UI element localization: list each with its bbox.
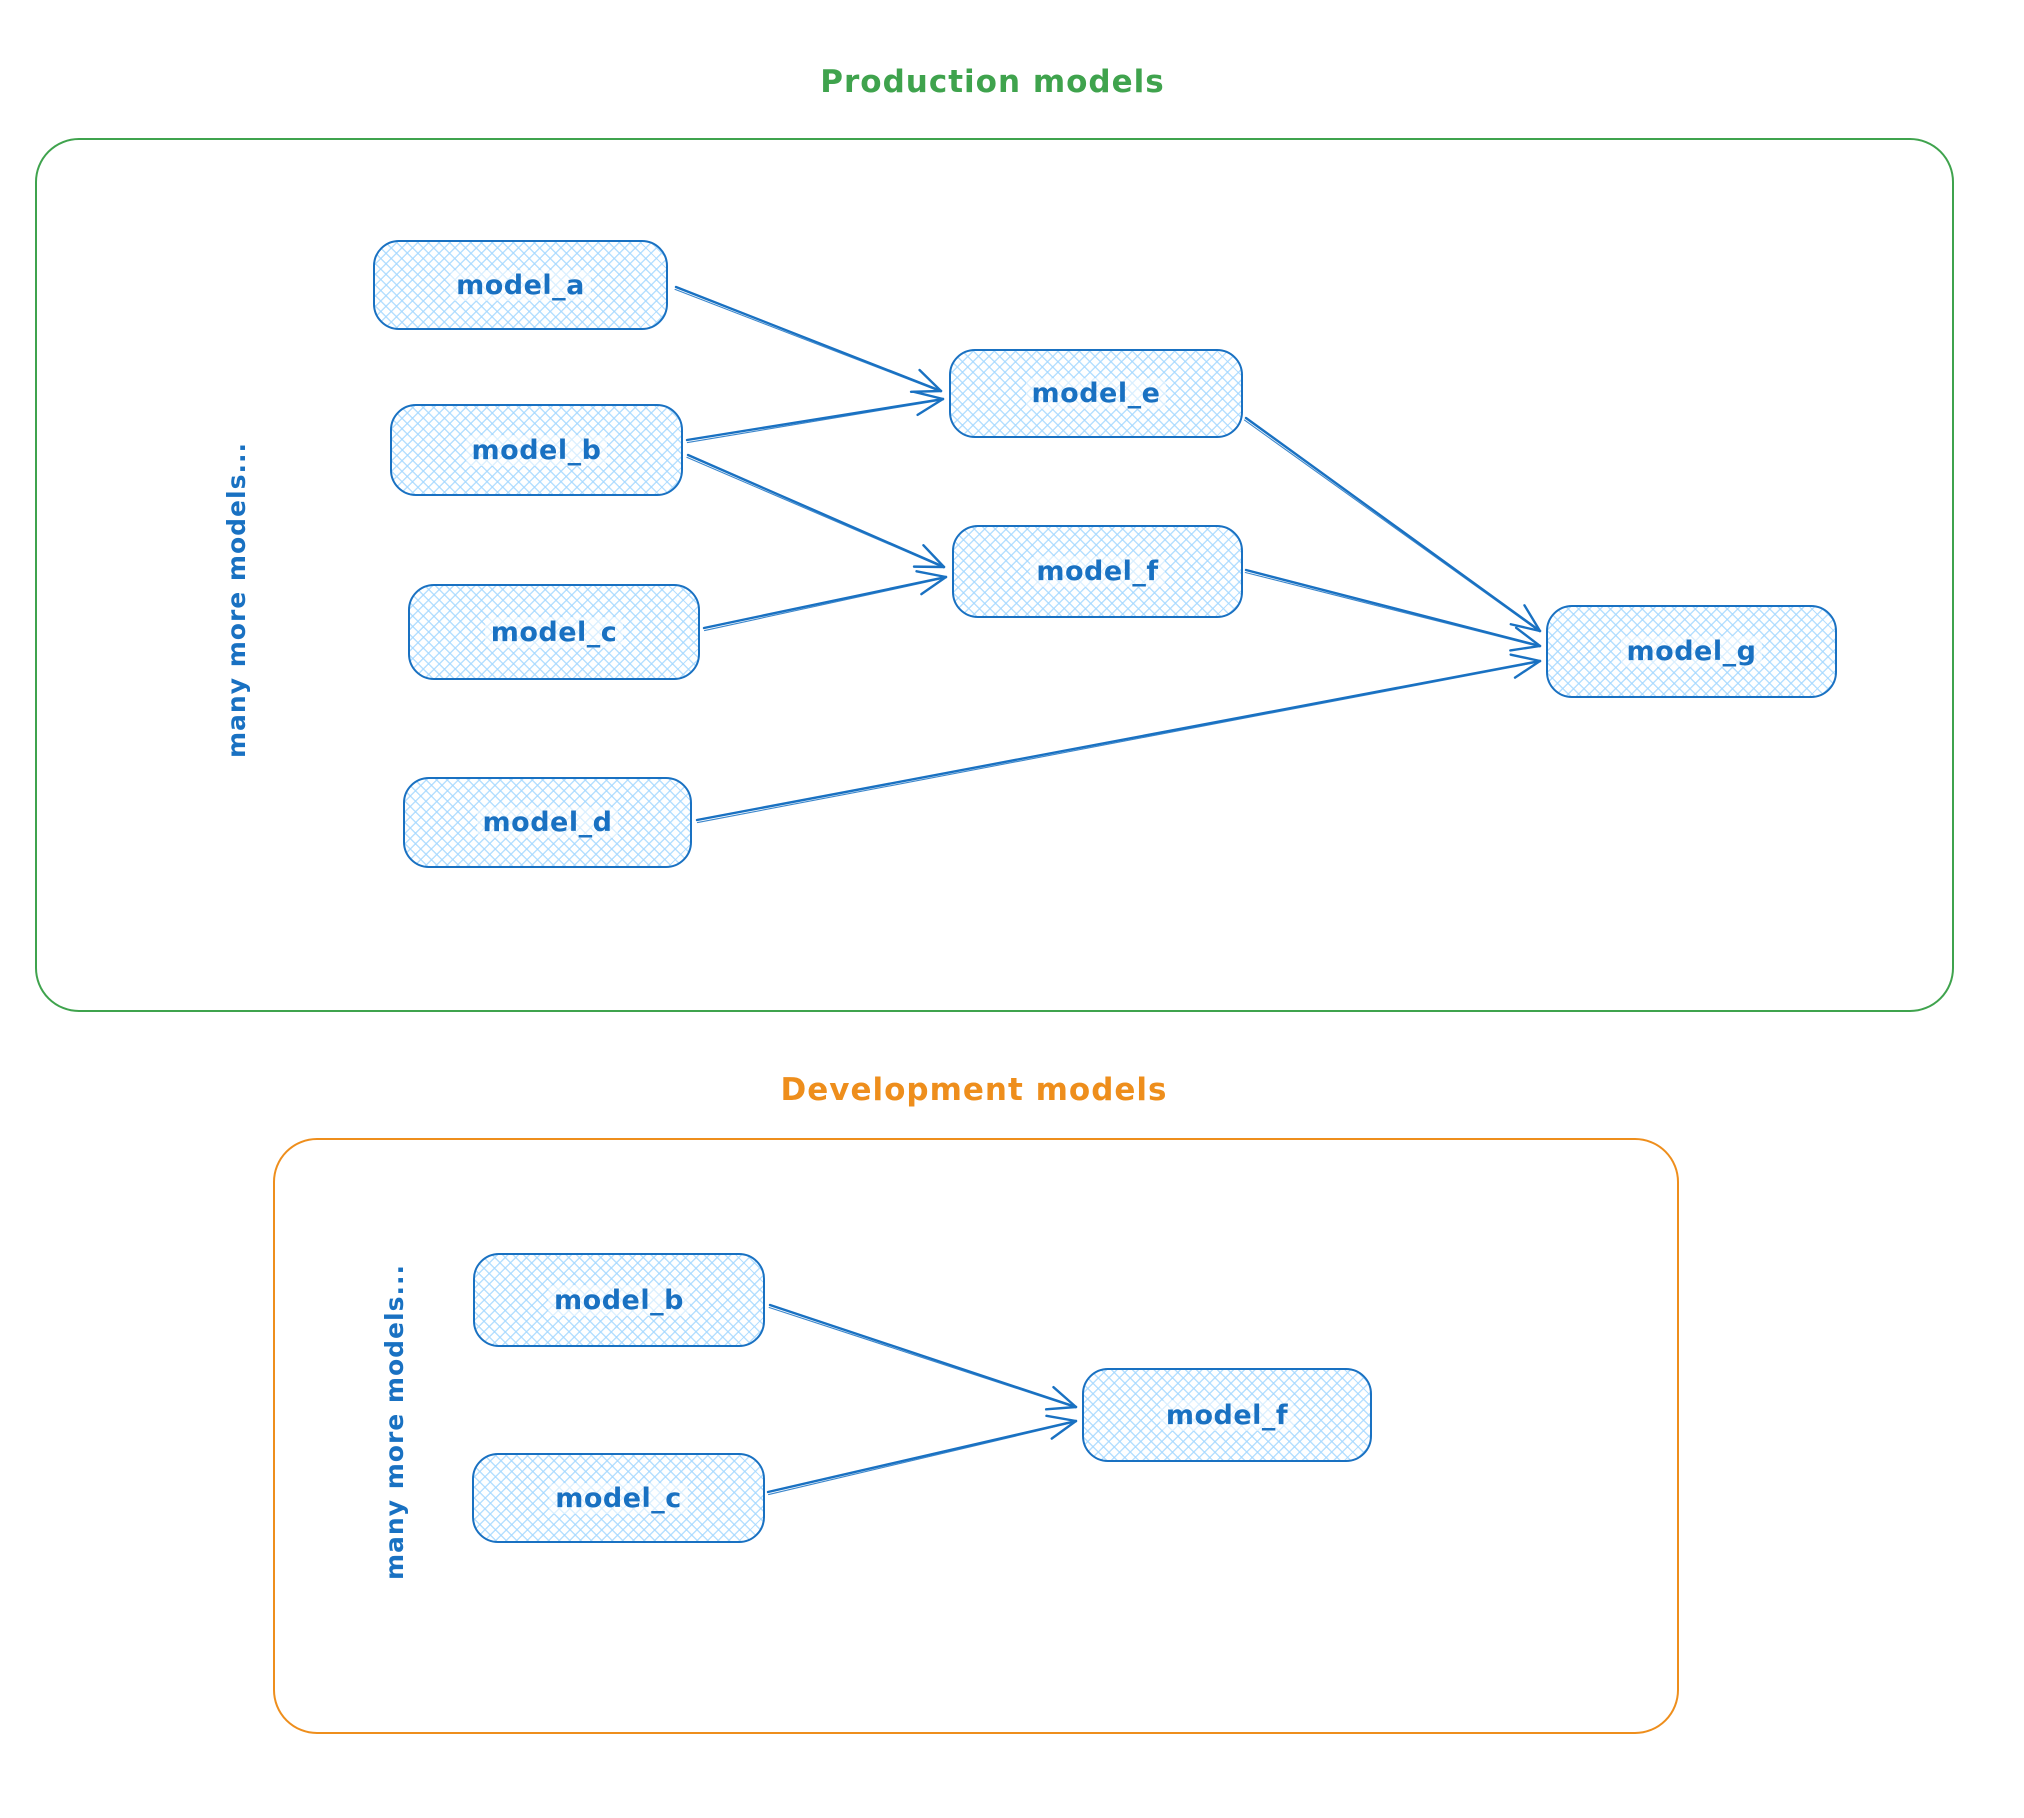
node-development-model_c[interactable]: model_c (472, 1453, 765, 1543)
arrow-development-model_c-to-model_f[interactable] (766, 1414, 1078, 1496)
node-production-model_f[interactable]: model_f (952, 525, 1243, 618)
node-production-model_e[interactable]: model_e (949, 349, 1243, 438)
node-production-model_b[interactable]: model_b (390, 404, 683, 496)
arrow-production-model_f-to-model_g[interactable] (1244, 568, 1542, 652)
node-label: model_d (476, 807, 619, 838)
node-label: model_c (549, 1482, 688, 1514)
node-label: model_f (1030, 556, 1165, 587)
node-label: model_b (465, 434, 608, 466)
arrow-production-model_b-to-model_f[interactable] (686, 453, 946, 569)
node-label: model_b (548, 1284, 690, 1316)
production-side-label: many more models... (222, 442, 251, 758)
node-label: model_c (484, 616, 624, 648)
development-frame[interactable] (273, 1138, 1679, 1734)
arrow-production-model_c-to-model_f[interactable] (702, 570, 948, 632)
development-title: Development models (780, 1072, 1168, 1108)
arrow-production-model_d-to-model_g[interactable] (695, 653, 1542, 824)
node-production-model_c[interactable]: model_c (408, 584, 700, 680)
production-title: Production models (820, 64, 1165, 100)
arrow-development-model_b-to-model_f[interactable] (768, 1303, 1078, 1411)
development-side-label: many more models... (380, 1264, 409, 1580)
node-label: model_e (1025, 378, 1167, 409)
node-label: model_f (1159, 1399, 1295, 1431)
arrow-production-model_b-to-model_e[interactable] (685, 390, 945, 444)
node-label: model_g (1620, 636, 1763, 667)
node-production-model_g[interactable]: model_g (1546, 605, 1837, 698)
production-frame[interactable] (35, 138, 1954, 1012)
node-label: model_a (450, 269, 591, 301)
arrow-production-model_e-to-model_g[interactable] (1243, 416, 1542, 633)
node-development-model_b[interactable]: model_b (473, 1253, 765, 1347)
node-development-model_f[interactable]: model_f (1082, 1368, 1372, 1462)
node-production-model_d[interactable]: model_d (403, 777, 692, 868)
node-production-model_a[interactable]: model_a (373, 240, 668, 330)
